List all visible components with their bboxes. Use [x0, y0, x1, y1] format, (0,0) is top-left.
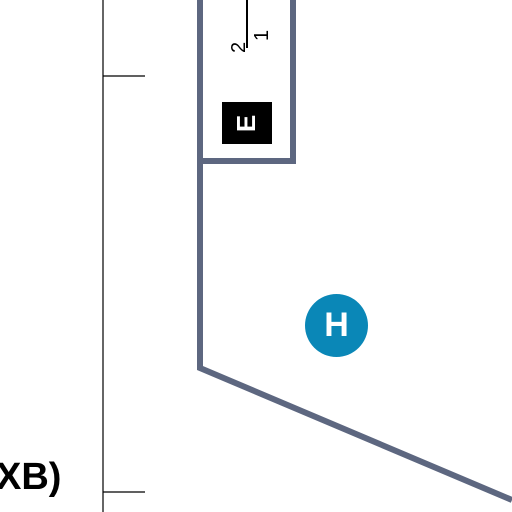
helipad-icon[interactable]: H: [305, 294, 368, 357]
location-sign-icon: E: [222, 102, 272, 144]
inner-box-outline: [200, 0, 296, 164]
fraction-label: 2 1: [211, 5, 281, 53]
building-outline: [197, 0, 512, 503]
helipad-letter: H: [324, 306, 349, 344]
sign-letter: E: [231, 114, 262, 132]
airport-code-label: XB): [0, 456, 62, 498]
fraction-top: 2: [228, 41, 250, 53]
fraction-bottom: 1: [251, 29, 273, 41]
